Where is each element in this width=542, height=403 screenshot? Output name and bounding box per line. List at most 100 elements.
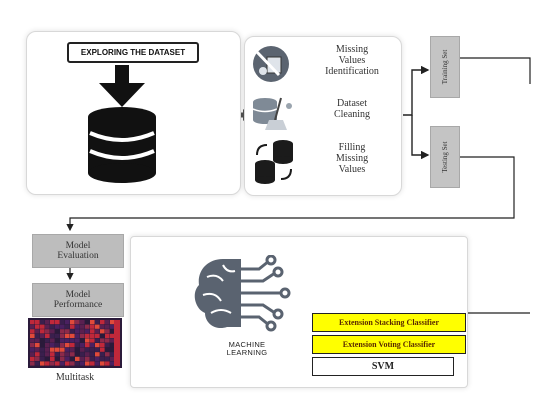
heatmap-cell xyxy=(60,333,65,338)
heatmap-cell xyxy=(110,333,115,338)
ml-label-line2: LEARNING xyxy=(226,348,268,357)
heatmap-cell xyxy=(80,329,85,334)
heatmap-cell xyxy=(30,338,35,343)
heatmap-cell xyxy=(75,333,80,338)
filling-values-label: Filling Missing Values xyxy=(335,142,369,175)
heatmap-cell xyxy=(85,338,90,343)
heatmap-cell xyxy=(95,347,100,352)
heatmap-cell xyxy=(100,361,105,366)
heatmap-cell xyxy=(55,324,60,329)
heatmap-cell xyxy=(95,343,100,348)
training-out-line xyxy=(458,57,531,84)
ml-label: MACHINE LEARNING xyxy=(211,341,283,357)
heatmap-cell xyxy=(30,347,35,352)
heatmap-cell xyxy=(50,352,55,357)
testing-set-label: Testing Set xyxy=(441,141,449,173)
heatmap-cell xyxy=(60,347,65,352)
heatmap-cell xyxy=(110,329,115,334)
heatmap-cell xyxy=(85,356,90,361)
heatmap-cell xyxy=(45,356,50,361)
heatmap-cell xyxy=(105,329,110,334)
heatmap-cell xyxy=(110,356,115,361)
heatmap-cell xyxy=(95,324,100,329)
heatmap-cell xyxy=(40,324,45,329)
heatmap-cell xyxy=(40,352,45,357)
heatmap-cell xyxy=(95,320,100,325)
heatmap-cell xyxy=(30,333,35,338)
heatmap-cell xyxy=(40,338,45,343)
heatmap-cell xyxy=(85,324,90,329)
heatmap-cell xyxy=(75,361,80,366)
heatmap-cell xyxy=(100,338,105,343)
heatmap-cell xyxy=(65,352,70,357)
dataset-cleaning-label: Dataset Cleaning xyxy=(333,98,371,120)
heatmap-cell xyxy=(45,347,50,352)
heatmap-cell xyxy=(75,320,80,325)
heatmap-cell xyxy=(100,347,105,352)
heatmap-cell xyxy=(40,343,45,348)
heatmap-cell xyxy=(80,352,85,357)
heatmap-cell xyxy=(105,352,110,357)
heatmap-cell xyxy=(50,324,55,329)
heatmap-cell xyxy=(105,361,110,366)
heatmap-cell xyxy=(40,333,45,338)
heatmap-cell xyxy=(50,361,55,366)
heatmap-cell xyxy=(110,361,115,366)
heatmap-cell xyxy=(40,329,45,334)
heatmap-cell xyxy=(65,333,70,338)
stacking-classifier-label: Extension Stacking Classifier xyxy=(338,318,439,327)
heatmap-cell xyxy=(60,338,65,343)
heatmap-cell xyxy=(95,352,100,357)
heatmap-cell xyxy=(105,347,110,352)
heatmap-cell xyxy=(65,343,70,348)
heatmap-cell xyxy=(80,324,85,329)
heatmap-cell xyxy=(80,347,85,352)
heatmap-cell xyxy=(30,329,35,334)
heatmap-cell xyxy=(55,352,60,357)
heatmap-cell xyxy=(90,361,95,366)
heatmap-cell xyxy=(90,320,95,325)
heatmap-cell xyxy=(110,343,115,348)
heatmap-cell xyxy=(100,356,105,361)
heatmap-cell xyxy=(110,352,115,357)
heatmap-cell xyxy=(55,361,60,366)
training-set-box: Training Set xyxy=(430,36,460,98)
svm-label: SVM xyxy=(371,361,395,372)
heatmap-cell xyxy=(75,338,80,343)
stacking-classifier-box: Extension Stacking Classifier xyxy=(312,313,466,332)
heatmap-cell xyxy=(30,320,35,325)
heatmap-cell xyxy=(65,320,70,325)
heatmap-cell xyxy=(35,329,40,334)
heatmap-cell xyxy=(45,324,50,329)
voting-classifier-box: Extension Voting Classifier xyxy=(312,335,466,354)
dataset-cleaning-icon xyxy=(252,97,292,130)
heatmap-cell xyxy=(30,324,35,329)
heatmap-cell xyxy=(90,343,95,348)
heatmap-cell xyxy=(95,329,100,334)
heatmap-cell xyxy=(50,356,55,361)
heatmap-cell xyxy=(40,356,45,361)
heatmap-cell xyxy=(60,343,65,348)
heatmap-cell xyxy=(80,333,85,338)
heatmap-cell xyxy=(70,329,75,334)
heatmap-cell xyxy=(70,352,75,357)
heatmap-cell xyxy=(65,356,70,361)
database-download-icon xyxy=(88,65,156,183)
heatmap-cell xyxy=(85,333,90,338)
testing-loop-line xyxy=(66,156,515,232)
heatmap-cell xyxy=(105,338,110,343)
heatmap-cell xyxy=(90,347,95,352)
filling-values-icon xyxy=(255,140,293,184)
heatmap-cell xyxy=(95,333,100,338)
heatmap-cell xyxy=(80,361,85,366)
heatmap-cell xyxy=(75,343,80,348)
heatmap-cell xyxy=(40,320,45,325)
heatmap-cell xyxy=(75,324,80,329)
heatmap-cell xyxy=(50,343,55,348)
heatmap-cell xyxy=(35,361,40,366)
heatmap-cell xyxy=(95,338,100,343)
heatmap-cell xyxy=(45,343,50,348)
model-evaluation-label: Model Evaluation xyxy=(57,241,99,261)
heatmap-cell xyxy=(45,333,50,338)
exploring-title: EXPLORING THE DATASET xyxy=(67,42,199,63)
